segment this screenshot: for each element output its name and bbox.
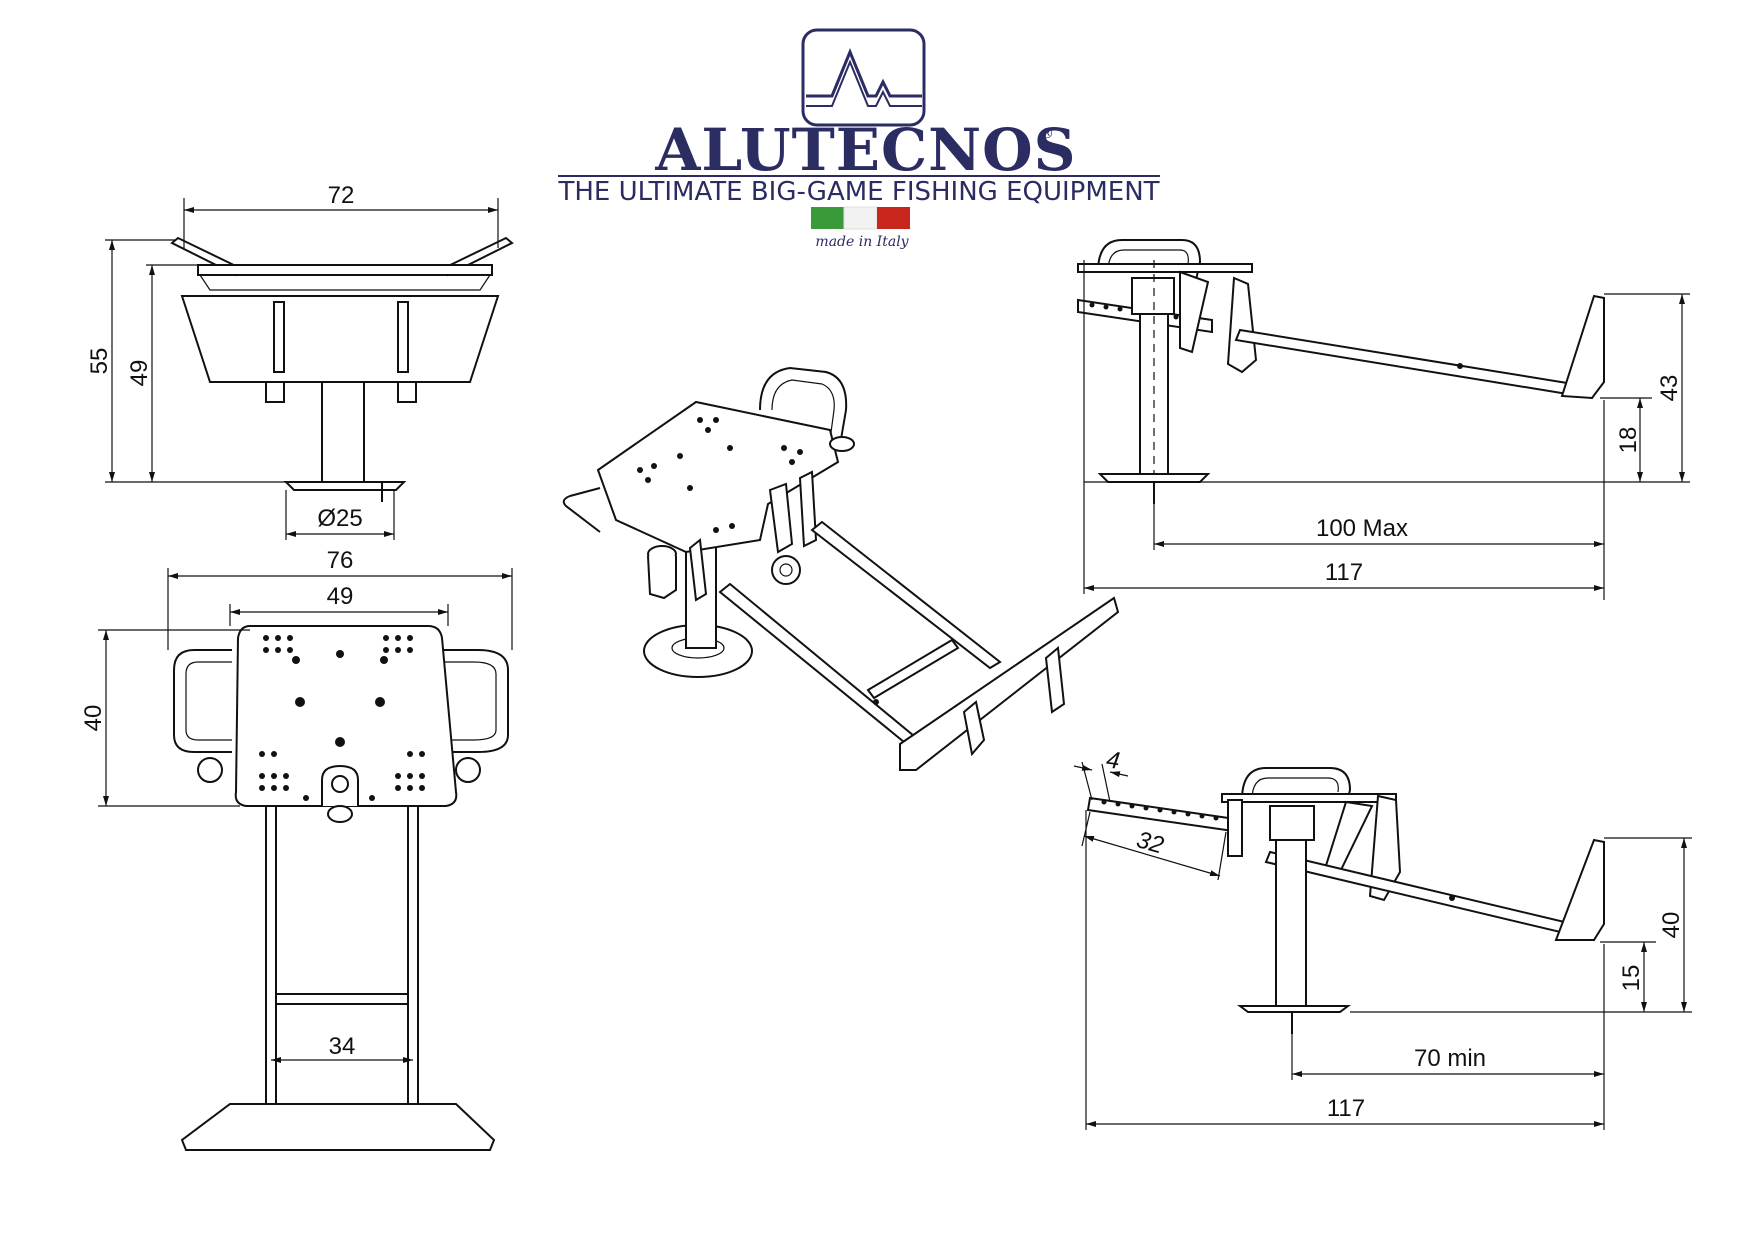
- isometric-view: [562, 366, 1120, 771]
- min-length-label: 117: [1327, 1095, 1365, 1122]
- plate-width-label: 49: [327, 583, 354, 610]
- front-height-label: 55: [86, 348, 113, 375]
- base-diameter-label: Ø25: [317, 505, 362, 532]
- min-footrest-height-label: 40: [1658, 912, 1685, 939]
- top-overall-width-label: 76: [327, 547, 354, 574]
- side-view-min: 4 32 40 15 70 min 117: [1073, 746, 1692, 1130]
- made-in-label: made in Italy: [815, 234, 909, 250]
- leg-spacing-label: 34: [329, 1033, 356, 1060]
- adjust-length-label: 32: [1134, 826, 1167, 859]
- front-width-label: 72: [328, 182, 355, 209]
- top-view: 76 49 40 34: [80, 547, 513, 1151]
- min-reach-label: 70 min: [1414, 1045, 1486, 1072]
- plate-depth-label: 40: [80, 705, 107, 732]
- brand-name: ALUTECNOS: [654, 116, 1076, 184]
- max-length-label: 117: [1325, 559, 1363, 586]
- logo-mountain-icon: [801, 28, 926, 127]
- min-bar-holes: [1101, 799, 1219, 821]
- front-view: 72 55 49 Ø25: [86, 182, 514, 540]
- side-view-max: 43 18 100 Max 117: [1077, 239, 1690, 600]
- max-bar-height-label: 18: [1615, 427, 1642, 454]
- min-bar-height-label: 15: [1618, 965, 1645, 992]
- plate-holes: [259, 635, 425, 801]
- brand-tagline: THE ULTIMATE BIG-GAME FISHING EQUIPMENT: [557, 177, 1159, 207]
- registered-mark: ®: [1040, 126, 1054, 142]
- max-reach-label: 100 Max: [1316, 515, 1408, 542]
- italian-flag-icon: [811, 206, 910, 230]
- hole-pitch-label: 4: [1105, 746, 1122, 775]
- front-seat-height-label: 49: [126, 360, 153, 387]
- max-footrest-height-label: 43: [1656, 375, 1683, 402]
- brand-logo: ALUTECNOS ® THE ULTIMATE BIG-GAME FISHIN…: [557, 28, 1160, 250]
- iso-plate-holes: [637, 417, 803, 533]
